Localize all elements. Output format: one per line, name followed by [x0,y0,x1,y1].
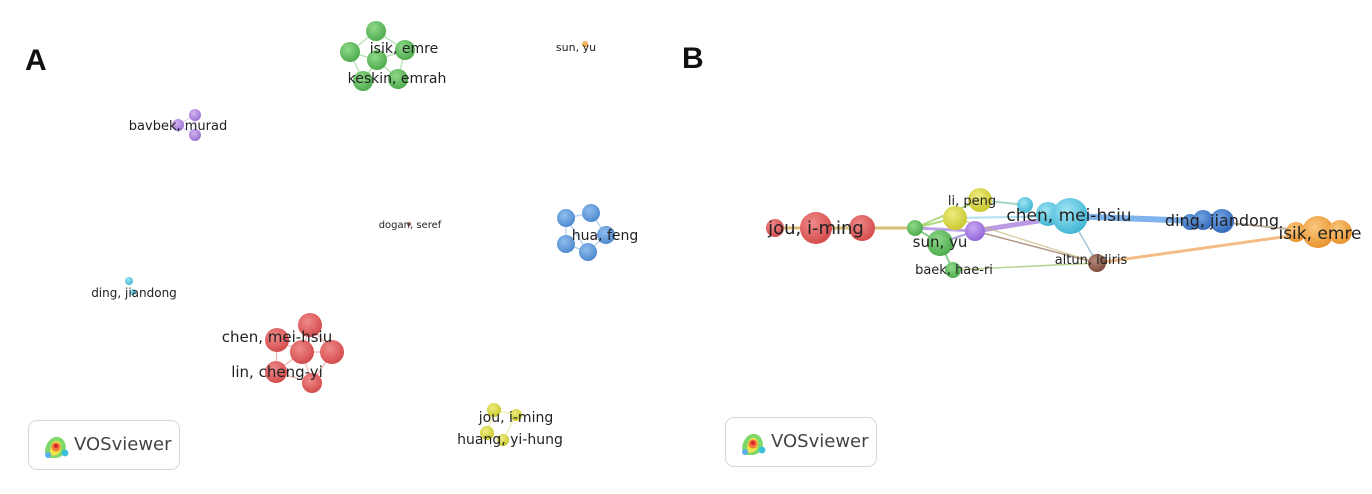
node-green[interactable] [927,230,953,256]
node-label-jou-i-ming: jou, i-ming [478,410,553,426]
node-green[interactable] [340,42,360,62]
node-label-isik-emre: isik, emre [370,41,438,57]
node-label-dogan-seref: dogan, seref [379,220,442,231]
node-red[interactable] [290,340,314,364]
node-red[interactable] [298,313,322,337]
node-label-isik-emre-b: isik, emre [1278,224,1361,244]
node-orange[interactable] [582,41,588,47]
node-red[interactable] [766,219,784,237]
node-yellow[interactable] [510,409,522,421]
node-green[interactable] [395,40,415,60]
vosviewer-badge-text: VOSviewer [771,431,869,452]
node-purple[interactable] [189,109,201,121]
node-red[interactable] [849,215,875,241]
node-green[interactable] [945,262,961,278]
node-brown[interactable] [1088,254,1106,272]
node-label-sun-yu-b: sun, yu [913,233,968,251]
node-label-chen-mei-hsiu: chen, mei-hsiu [222,328,332,346]
node-purple[interactable] [172,119,184,131]
node-label-sun-yu: sun, yu [556,41,596,54]
node-blue[interactable] [557,235,575,253]
node-orange[interactable] [1286,222,1306,242]
node-yellow[interactable] [968,188,992,212]
node-blue[interactable] [1210,209,1234,233]
vosviewer-logo-icon [45,436,69,458]
node-label-altun-idiris: altun, idiris [1055,253,1128,268]
vosviewer-badge-a: VOSviewer [28,420,180,470]
node-blue[interactable] [597,226,615,244]
node-purple[interactable] [965,221,985,241]
panel-label-a: A [25,44,47,77]
node-yellow[interactable] [480,426,494,440]
node-purple[interactable] [189,129,201,141]
node-green[interactable] [366,21,386,41]
node-red[interactable] [265,328,289,352]
node-orange[interactable] [1302,216,1334,248]
node-red[interactable] [320,340,344,364]
panel-b-network: jou, i-ming li, peng chen, mei-hsiu ding… [766,188,1362,278]
node-yellow[interactable] [487,403,501,417]
node-blue[interactable] [1193,210,1213,230]
node-label-bavbek-murad: bavbek, murad [129,119,227,134]
node-cyan[interactable] [130,289,136,295]
node-yellow[interactable] [497,434,509,446]
node-red[interactable] [302,373,322,393]
node-green[interactable] [367,50,387,70]
vosviewer-logo-icon [742,433,766,455]
node-green[interactable] [907,220,923,236]
node-label-keskin-emrah: keskin, emrah [348,71,447,87]
node-label-lin-cheng-yi: lin, cheng-yi [231,363,323,381]
node-label-jou-i-ming-b: jou, i-ming [767,218,864,239]
node-label-chen-mei-hsiu-b: chen, mei-hsiu [1006,206,1131,226]
node-red[interactable] [265,361,287,383]
node-green[interactable] [353,71,373,91]
node-blue[interactable] [582,204,600,222]
node-yellow[interactable] [943,206,967,230]
node-green[interactable] [388,69,408,89]
node-label-baek-hae-ri: baek, hae-ri [915,263,993,278]
node-blue[interactable] [579,243,597,261]
node-orange[interactable] [1328,220,1352,244]
node-blue[interactable] [557,209,575,227]
panel-label-b: B [682,42,704,75]
node-label-ding-jiandong: ding, jiandong [91,286,177,300]
vosviewer-badge-text: VOSviewer [74,434,172,455]
node-label-li-peng: li, peng [948,194,996,209]
panel-a-network: isik, emre keskin, emrah sun, yu bavbek,… [91,21,638,448]
node-cyan[interactable] [125,277,133,285]
node-cyan[interactable] [1017,197,1033,213]
node-cyan[interactable] [1052,198,1088,234]
node-label-huang-yi-hung: huang, yi-hung [457,432,563,448]
node-red[interactable] [800,212,832,244]
vosviewer-badge-b: VOSviewer [725,417,877,467]
node-brown[interactable] [407,222,411,226]
node-label-hua-feng: hua, feng [572,228,639,244]
node-label-ding-jiandong-b: ding, jiandong [1165,211,1279,230]
